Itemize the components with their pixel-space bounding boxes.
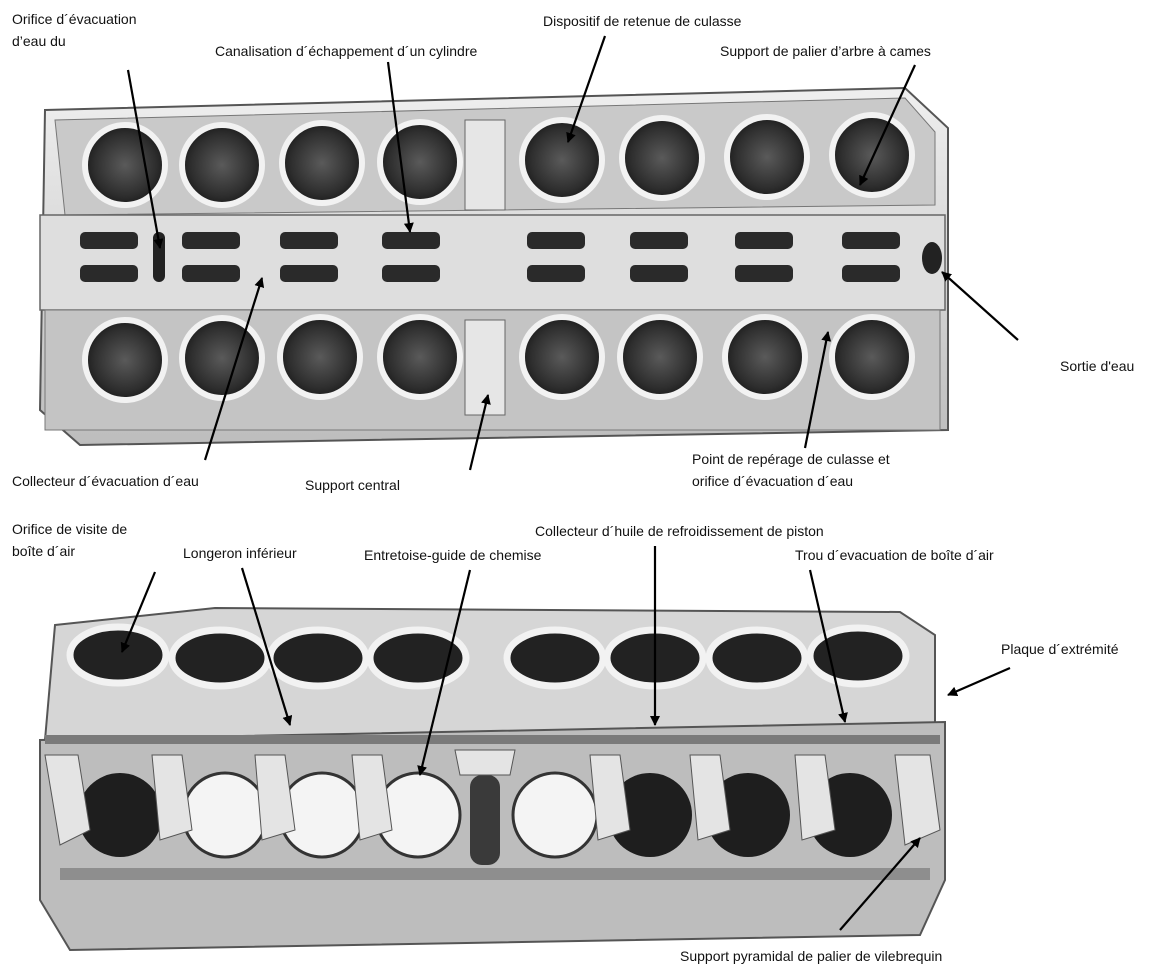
exhaust-port <box>735 265 793 282</box>
label-collecteur-huile: Collecteur d´huile de refroidissement de… <box>535 520 824 542</box>
top-engine-block-photo <box>40 88 948 445</box>
label-line: Point de repérage de culasse et <box>692 448 890 470</box>
central-bearing <box>470 775 500 865</box>
cylinder-bore <box>85 320 165 400</box>
cylinder-bore <box>182 125 262 205</box>
label-canalisation-echappement: Canalisation d´échappement d´un cylindre <box>215 40 477 62</box>
cylinder-bore <box>380 122 460 202</box>
oil-manifold-bar <box>45 735 940 744</box>
cylinder-bore <box>725 317 805 397</box>
label-collecteur-evacuation: Collecteur d´évacuation d´eau <box>12 470 199 492</box>
label-support-central: Support central <box>305 474 400 496</box>
pyramid-support <box>455 750 515 775</box>
cylinder-bore <box>620 317 700 397</box>
exhaust-port <box>527 232 585 249</box>
top-block-center-plate <box>40 215 945 310</box>
exhaust-port <box>382 232 440 249</box>
label-support-pyramidal: Support pyramidal de palier de vilebrequ… <box>680 945 942 967</box>
airbox-opening <box>370 630 466 686</box>
label-line: d’eau du <box>12 30 137 52</box>
label-trou-evacuation: Trou d´evacuation de boîte d´air <box>795 544 994 566</box>
leader-sortie-eau <box>942 272 1018 340</box>
cylinder-bore <box>522 317 602 397</box>
central-support-top <box>465 120 505 210</box>
cylinder-bore <box>280 317 360 397</box>
exhaust-port <box>80 232 138 249</box>
cylinder-bore <box>380 317 460 397</box>
label-sortie-eau: Sortie d'eau <box>1060 355 1134 377</box>
cylinder-bore <box>85 125 165 205</box>
label-point-reperage: Point de repérage de culasse et orifice … <box>692 448 890 492</box>
label-entretoise-guide: Entretoise-guide de chemise <box>364 544 541 566</box>
airbox-opening <box>507 630 603 686</box>
exhaust-port <box>382 265 440 282</box>
crankcase-bay <box>78 773 162 857</box>
label-support-palier-arbre: Support de palier d’arbre à cames <box>720 40 931 62</box>
airbox-opening <box>172 630 268 686</box>
label-longeron-inferieur: Longeron inférieur <box>183 542 297 564</box>
exhaust-port <box>80 265 138 282</box>
label-line: boîte d´air <box>12 540 127 562</box>
exhaust-port <box>842 265 900 282</box>
bottom-engine-block-photo <box>40 608 945 950</box>
cylinder-bore <box>727 117 807 197</box>
cylinder-bore <box>282 123 362 203</box>
label-orifice-visite: Orifice de visite de boîte d´air <box>12 518 127 562</box>
label-line: Orifice de visite de <box>12 518 127 540</box>
airbox-opening <box>70 627 166 683</box>
exhaust-port <box>630 232 688 249</box>
label-plaque-extremite: Plaque d´extrémité <box>1001 638 1119 660</box>
label-orifice-evacuation: Orifice d´évacuation d’eau du <box>12 8 137 52</box>
lower-rail <box>60 868 930 880</box>
exhaust-port <box>527 265 585 282</box>
cylinder-bore <box>832 317 912 397</box>
exhaust-port <box>842 232 900 249</box>
airbox-opening <box>709 630 805 686</box>
cylinder-bore <box>832 115 912 195</box>
leader-plaque-extremite <box>948 668 1010 695</box>
crankcase-bay <box>513 773 597 857</box>
water-outlet <box>922 242 942 274</box>
airbox-opening <box>270 630 366 686</box>
label-line: orifice d´évacuation d´eau <box>692 470 890 492</box>
crankcase-bay <box>183 773 267 857</box>
exhaust-port <box>630 265 688 282</box>
label-line: Orifice d´évacuation <box>12 8 137 30</box>
cylinder-bore <box>622 118 702 198</box>
label-dispositif-retenue: Dispositif de retenue de culasse <box>543 10 741 32</box>
exhaust-port <box>735 232 793 249</box>
exhaust-port <box>182 232 240 249</box>
exhaust-port <box>280 265 338 282</box>
cylinder-bore <box>182 318 262 398</box>
central-support-bottom <box>465 320 505 415</box>
cylinder-bore <box>522 120 602 200</box>
exhaust-port <box>182 265 240 282</box>
exhaust-port <box>280 232 338 249</box>
